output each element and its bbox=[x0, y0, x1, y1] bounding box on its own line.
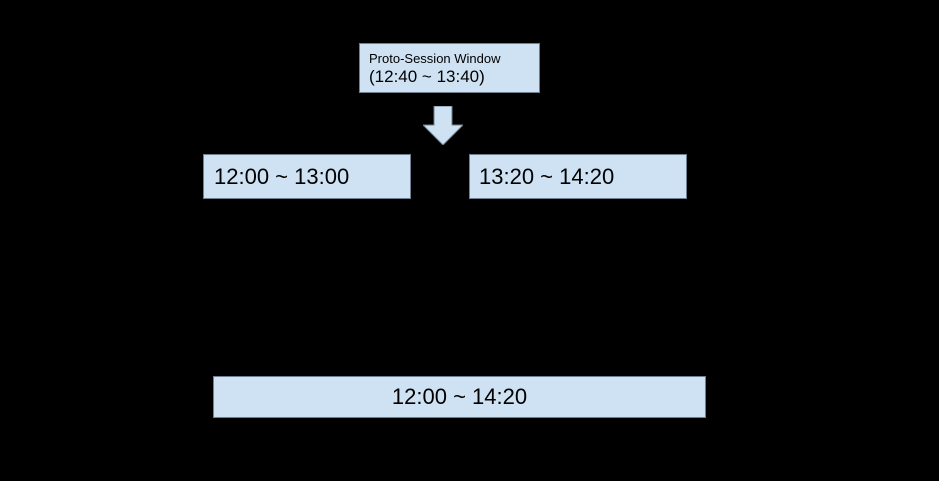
session-a-box: 12:00 ~ 13:00 bbox=[203, 154, 411, 199]
session-b-box: 13:20 ~ 14:20 bbox=[469, 154, 687, 199]
session-b-label: 13:20 ~ 14:20 bbox=[479, 163, 615, 189]
merged-session-box: 12:00 ~ 14:20 bbox=[213, 376, 706, 418]
merged-session-label: 12:00 ~ 14:20 bbox=[391, 384, 528, 409]
down-arrow-icon bbox=[423, 106, 463, 145]
proto-session-range: (12:40 ~ 13:40) bbox=[369, 66, 485, 86]
proto-session-title: Proto-Session Window bbox=[369, 50, 501, 66]
session-a-label: 12:00 ~ 13:00 bbox=[214, 163, 350, 189]
proto-session-window-box: Proto-Session Window (12:40 ~ 13:40) bbox=[359, 43, 540, 93]
